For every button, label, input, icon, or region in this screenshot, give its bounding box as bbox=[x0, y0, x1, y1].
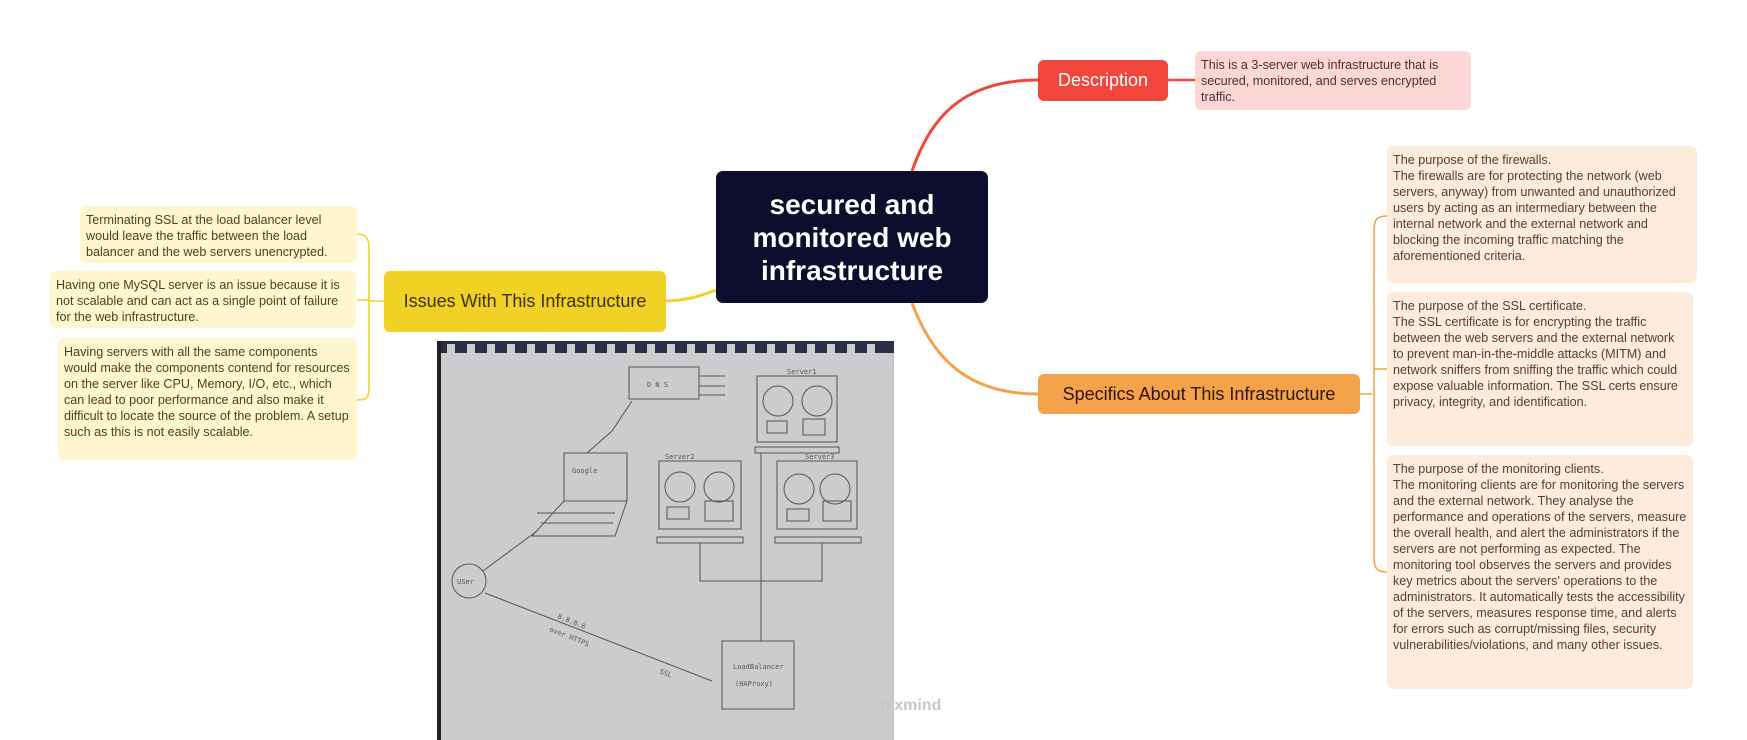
topic-description[interactable]: Description bbox=[1038, 60, 1168, 101]
note-heading: The purpose of the monitoring clients. bbox=[1393, 462, 1604, 476]
sketch-label-google: Google bbox=[572, 467, 597, 475]
sketch-server2 bbox=[658, 460, 742, 530]
sketch-label-server1: Server1 bbox=[787, 368, 817, 376]
topic-specifics[interactable]: Specifics About This Infrastructure bbox=[1038, 374, 1360, 414]
xmind-watermark: h xmind bbox=[880, 697, 942, 714]
topic-description-label: Description bbox=[1057, 70, 1149, 90]
central-topic-label: secured and monitored web infrastructure bbox=[752, 188, 952, 286]
sketch-label-server2: Server2 bbox=[665, 453, 695, 461]
sketch-label-server3: Server3 bbox=[805, 453, 835, 461]
sketch-user bbox=[451, 563, 487, 599]
topic-issues[interactable]: Issues With This Infrastructure bbox=[384, 271, 666, 332]
description-note[interactable]: This is a 3-server web infrastructure th… bbox=[1195, 51, 1471, 110]
sketch-dns-box bbox=[628, 366, 700, 400]
specifics-note-monitoring[interactable]: The purpose of the monitoring clients. T… bbox=[1387, 455, 1693, 689]
sketch-load-balancer bbox=[721, 640, 795, 710]
connector-issues-bracket bbox=[356, 233, 384, 401]
note-body: The monitoring clients are for monitorin… bbox=[1393, 478, 1687, 652]
central-topic[interactable]: secured and monitored web infrastructure bbox=[716, 171, 988, 303]
sketch-server3 bbox=[776, 460, 858, 530]
note-text: Having servers with all the same compone… bbox=[64, 345, 350, 439]
connector-specifics bbox=[910, 302, 1039, 396]
sketch-drawing: D N S Google USer LoadBalancer (HAProxy)… bbox=[437, 341, 894, 740]
connector-issues bbox=[665, 288, 717, 303]
sketch-label-dns: D N S bbox=[647, 381, 668, 389]
sketch-laptop bbox=[530, 452, 628, 537]
sketch-label-user: USer bbox=[457, 578, 474, 586]
note-body: The SSL certificate is for encrypting th… bbox=[1393, 315, 1678, 409]
note-text: Having one MySQL server is an issue beca… bbox=[56, 278, 340, 324]
connector-specifics-bracket bbox=[1360, 215, 1388, 573]
note-heading: The purpose of the firewalls. bbox=[1393, 153, 1552, 167]
issues-note-ssl-termination[interactable]: Terminating SSL at the load balancer lev… bbox=[80, 206, 357, 263]
note-heading: The purpose of the SSL certificate. bbox=[1393, 299, 1587, 313]
note-text: Terminating SSL at the load balancer lev… bbox=[86, 213, 328, 259]
sketch-label-lb: LoadBalancer bbox=[733, 663, 784, 671]
connector-description bbox=[910, 78, 1039, 172]
infrastructure-sketch-image[interactable]: D N S Google USer LoadBalancer (HAProxy)… bbox=[437, 341, 894, 740]
issues-note-same-components[interactable]: Having servers with all the same compone… bbox=[58, 338, 357, 460]
sketch-label-haproxy: (HAProxy) bbox=[735, 680, 773, 688]
specifics-note-firewalls[interactable]: The purpose of the firewalls. The firewa… bbox=[1387, 146, 1697, 283]
topic-issues-label: Issues With This Infrastructure bbox=[403, 291, 647, 311]
sketch-server1 bbox=[756, 375, 838, 443]
description-note-text: This is a 3-server web infrastructure th… bbox=[1201, 58, 1439, 104]
topic-specifics-label: Specifics About This Infrastructure bbox=[1062, 383, 1336, 404]
specifics-note-ssl[interactable]: The purpose of the SSL certificate. The … bbox=[1387, 292, 1693, 446]
note-body: The firewalls are for protecting the net… bbox=[1393, 169, 1676, 263]
issues-note-mysql[interactable]: Having one MySQL server is an issue beca… bbox=[50, 271, 356, 328]
